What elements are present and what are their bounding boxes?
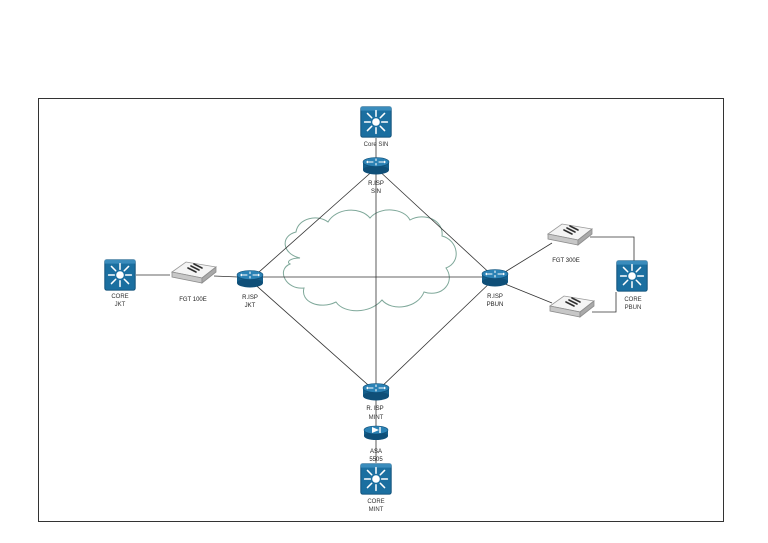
r-isp-sin-label-1: R.ISP: [368, 181, 384, 187]
node-fgt-300e: FGT 300E: [547, 223, 593, 264]
link-fgt300b-corepbun: [592, 292, 617, 313]
link-fgt300-corepbun: [590, 236, 635, 262]
node-core-pbun: CORE PBUN: [616, 260, 648, 311]
link-sin-pbun: [375, 167, 496, 279]
node-asa-5505: ASA 5505: [363, 425, 389, 463]
core-pbun-label-1: CORE: [624, 297, 641, 303]
fgt-100e-label: FGT 100E: [179, 297, 207, 303]
asa-5505-label-2: 5505: [369, 457, 383, 463]
layer3-switch-icon: [616, 260, 648, 292]
router-icon: [481, 268, 509, 288]
r-isp-pbun-label-1: R.ISP: [487, 294, 503, 300]
firewall-appliance-icon: [549, 295, 595, 318]
layer3-switch-icon: [104, 259, 136, 291]
core-sin-label: Core SIN: [364, 142, 389, 148]
node-fgt-300e-secondary: [549, 295, 595, 318]
link-fgt-rjkt: [213, 275, 239, 278]
r-isp-mint-label-2: MINT: [369, 415, 384, 421]
link-pbun-fgt300: [504, 242, 553, 273]
r-isp-mint-label-1: R. ISP: [366, 406, 383, 412]
node-r-isp-sin: R.ISP SIN: [362, 156, 390, 195]
firewall-appliance-icon: [171, 261, 217, 284]
router-icon: [362, 382, 390, 402]
r-isp-sin-label-2: SIN: [371, 189, 381, 195]
internet-cloud: [283, 209, 457, 312]
r-isp-pbun-label-2: PBUN: [487, 302, 504, 308]
firewall-appliance-icon: [547, 223, 593, 246]
layer3-switch-icon: [360, 106, 392, 138]
layer3-switch-icon: [360, 463, 392, 495]
network-links: [136, 138, 635, 463]
core-mint-label-1: CORE: [367, 499, 384, 505]
node-r-isp-mint: R. ISP MINT: [362, 382, 390, 421]
node-r-isp-jkt: R.ISP JKT: [236, 269, 264, 309]
asa-5505-label-1: ASA: [370, 449, 382, 455]
r-isp-jkt-label-1: R.ISP: [242, 295, 258, 301]
node-core-mint: CORE MINT: [360, 463, 392, 513]
node-r-isp-pbun: R.ISP PBUN: [481, 268, 509, 308]
node-core-sin: Core SIN: [360, 106, 392, 148]
asa-firewall-icon: [363, 425, 389, 441]
node-fgt-100e: FGT 100E: [171, 261, 217, 303]
link-jkt-mint: [249, 279, 377, 393]
link-pbun-fgt300b: [504, 283, 553, 304]
core-jkt-label-2: JKT: [115, 302, 126, 308]
diagram-frame: [38, 98, 724, 522]
router-icon: [236, 269, 264, 289]
link-mint-pbun: [375, 277, 496, 393]
link-jkt-sin: [249, 167, 377, 281]
core-jkt-label-1: CORE: [111, 294, 128, 300]
core-mint-label-2: MINT: [369, 507, 384, 513]
r-isp-jkt-label-2: JKT: [245, 303, 256, 309]
core-pbun-label-2: PBUN: [625, 305, 642, 311]
router-icon: [362, 156, 390, 176]
fgt-300e-label: FGT 300E: [552, 258, 580, 264]
node-core-jkt: CORE JKT: [104, 259, 136, 308]
